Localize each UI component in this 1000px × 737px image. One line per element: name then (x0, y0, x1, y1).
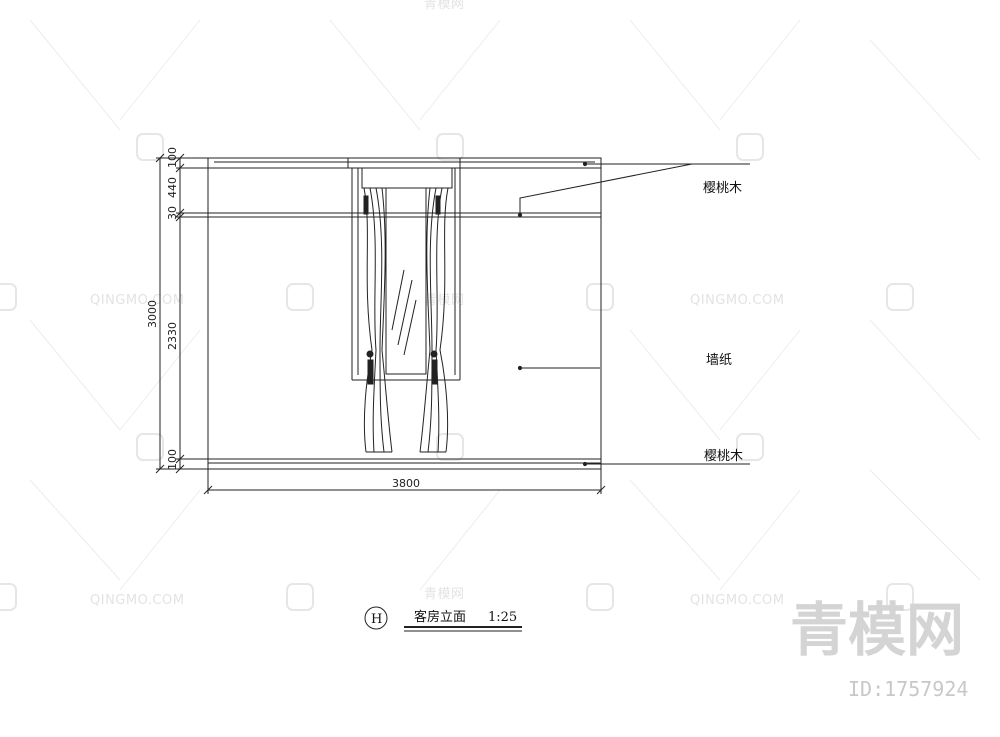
watermark-text: QINGMO.COM (690, 593, 784, 608)
callout-wallpaper: 墙纸 (706, 353, 732, 368)
watermark-text: QINGMO.COM (690, 293, 784, 308)
dim-top-band: 100 (166, 147, 179, 168)
callout-cherry-wood-bottom: 樱桃木 (704, 448, 743, 464)
title-symbol-circle (364, 606, 388, 630)
callout-leaders (517, 161, 750, 467)
horizontal-dimension (203, 469, 606, 495)
dim-strip: 30 (166, 206, 179, 220)
dim-width: 3800 (392, 477, 420, 490)
watermark-logos (0, 133, 914, 611)
watermark-text-cn: 青模网 (424, 587, 465, 602)
watermark-text: QINGMO.COM (90, 293, 184, 308)
dim-base: 100 (166, 449, 179, 470)
dim-wall: 2330 (166, 322, 179, 350)
title-name: 客房立面 (414, 609, 466, 625)
title-symbol: H (371, 612, 382, 627)
callout-cherry-wood-top: 樱桃木 (703, 180, 742, 196)
brand-watermark: 青模网 (790, 596, 964, 664)
curtain-tassels (363, 195, 441, 385)
dim-cornice: 440 (166, 177, 179, 198)
watermark-text: QINGMO.COM (90, 593, 184, 608)
vertical-dimensions (155, 153, 208, 474)
dim-total-height: 3000 (146, 300, 159, 328)
brand-id: ID:1757924 (848, 677, 968, 701)
title-scale: 1:25 (488, 610, 517, 625)
drawing-title: H 客房立面 1:25 (364, 606, 522, 632)
elevation (207, 157, 602, 470)
watermark-text-cn: 青模网 (424, 0, 465, 12)
